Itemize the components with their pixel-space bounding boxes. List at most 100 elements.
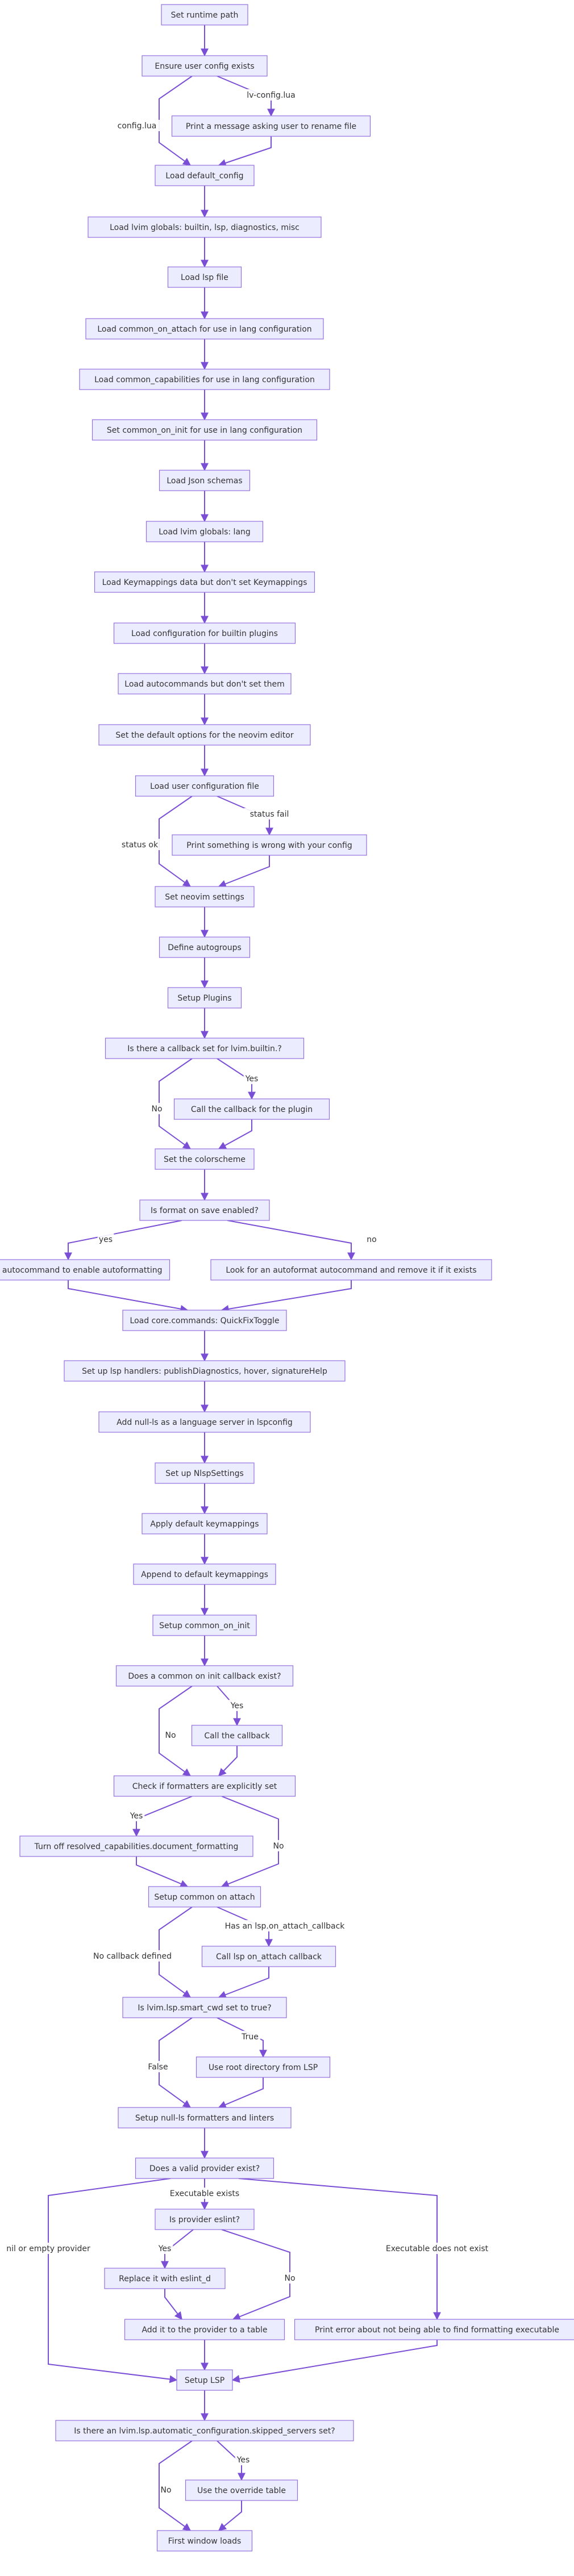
node-label: Print a message asking user to rename fi… (186, 122, 356, 131)
node-box (148, 1886, 261, 1908)
flow-node-n38: Setup common on attach (148, 1886, 261, 1908)
node-box (98, 1411, 311, 1433)
flow-node-n15: Set the default options for the neovim e… (98, 724, 311, 746)
node-box (201, 1946, 336, 1967)
flow-node-n36: Check if formatters are explicitly set (113, 1775, 296, 1797)
node-label: Ensure user config exists (155, 62, 254, 71)
flow-edge (218, 1119, 252, 1149)
flow-node-n41: Use root directory from LSP (196, 2056, 331, 2078)
edge-label-bg (228, 1700, 246, 1711)
node-label: Set common_on_init for use in lang confi… (107, 426, 302, 435)
flow-node-n32: Append to default keymappings (133, 1563, 276, 1585)
edge-label-e_no_4: No (273, 1842, 284, 1851)
flow-edge (218, 1746, 238, 1777)
flow-edge (136, 1856, 189, 1888)
node-box (161, 4, 248, 26)
node-label: Is there an lvim.lsp.automatic_configura… (74, 2427, 335, 2436)
edge-label-e_yes_6: Yes (236, 2456, 250, 2465)
node-label: Does a common on init callback exist? (128, 1672, 281, 1681)
flow-node-n22: Call the callback for the plugin (173, 1098, 330, 1120)
node-label: Use root directory from LSP (209, 2063, 318, 2072)
node-box (135, 2157, 274, 2179)
node-label: First window loads (168, 2537, 242, 2546)
node-label: Load autocommands but don't set them (124, 680, 284, 689)
node-box (104, 2268, 226, 2289)
node-label: Setup null-ls formatters and linters (135, 2114, 274, 2123)
flow-node-n3: Print a message asking user to rename fi… (171, 115, 371, 137)
edge-label-bg (118, 839, 161, 850)
node-label: Setup common_on_init (159, 1621, 250, 1630)
node-box (94, 571, 315, 593)
node-label: Call lsp on_attach callback (216, 1952, 322, 1962)
flow-node-n14: Load autocommands but don't set them (118, 673, 292, 695)
edge-label-bg (1, 2243, 95, 2254)
edge-label-e_no_1: No (151, 1105, 162, 1114)
edge-label-e_yes_2: yes (99, 1235, 113, 1244)
flow-node-n12: Load Keymappings data but don't set Keym… (94, 571, 315, 593)
node-box (155, 1462, 255, 1484)
node-box (167, 987, 242, 1009)
edge-label-bg (284, 2272, 296, 2284)
node-label: Does a valid provider exist? (149, 2164, 260, 2173)
edge-label-e_no_2: no (367, 1235, 376, 1244)
node-box (64, 1360, 346, 1382)
node-label: Load user configuration file (150, 782, 259, 791)
node-label: Setup Plugins (177, 994, 231, 1003)
node-box (145, 521, 264, 542)
node-box (159, 470, 251, 491)
edge-label-e_yes_4: Yes (130, 1812, 143, 1821)
edge-label-e_lv_config_lua: lv-config.lua (247, 91, 295, 100)
node-box (191, 1725, 283, 1746)
flow-node-n7: Load common_on_attach for use in lang co… (85, 318, 324, 340)
node-box (155, 886, 255, 908)
edge-label-bg (128, 1810, 145, 1821)
node-box (185, 2479, 298, 2501)
edge-label-bg (243, 1073, 260, 1084)
node-box (113, 622, 296, 644)
flow-node-n43: Does a valid provider exist? (135, 2157, 274, 2179)
flow-node-n2: Ensure user config exists (142, 55, 268, 77)
flow-node-n44: Is provider eslint? (155, 2209, 255, 2230)
flow-node-n30: Set up NlspSettings (155, 1462, 255, 1484)
node-box (88, 216, 322, 238)
node-label: Print error about not being able to find… (315, 2326, 559, 2335)
node-label: Apply default keymappings (150, 1520, 259, 1529)
node-label: Load core.commands: QuickFixToggle (130, 1316, 280, 1325)
edge-label-e_no_6: No (160, 2486, 171, 2495)
node-label: Append to default keymappings (141, 1570, 268, 1579)
node-label: Load lvim globals: builtin, lsp, diagnos… (110, 223, 300, 232)
node-box (133, 1563, 276, 1585)
edge-label-e_exec_not: Executable does not exist (386, 2244, 489, 2253)
edge-label-bg (272, 1840, 285, 1851)
flow-node-n5: Load lvim globals: builtin, lsp, diagnos… (88, 216, 322, 238)
node-box (122, 1310, 287, 1331)
flow-edge (68, 1280, 189, 1313)
flow-node-n28: Set up lsp handlers: publishDiagnostics,… (64, 1360, 346, 1382)
flow-edge (227, 1220, 355, 1261)
node-box (115, 1665, 294, 1687)
flow-node-n42: Setup null-ls formatters and linters (118, 2107, 292, 2128)
flow-node-n24: Is format on save enabled? (139, 1199, 270, 1221)
flow-node-n27: Load core.commands: QuickFixToggle (122, 1310, 287, 1331)
node-box (91, 419, 318, 441)
node-label: Set up NlspSettings (165, 1469, 244, 1478)
edge-label-bg (151, 1103, 163, 1114)
flow-edge (231, 2340, 438, 2383)
node-label: Turn off resolved_capabilities.document_… (34, 1842, 239, 1851)
edge-label-bg (220, 1920, 350, 1931)
flow-node-n47: Print error about not being able to find… (294, 2319, 574, 2340)
node-label: Load common_on_attach for use in lang co… (97, 325, 311, 334)
flow-node-n35: Call the callback (191, 1725, 283, 1746)
flow-node-n26: Look for an autoformat autocommand and r… (210, 1259, 492, 1281)
flow-node-n18: Set neovim settings (155, 886, 255, 908)
node-box (196, 2056, 331, 2078)
flow-node-n21: Is there a callback set for lvim.builtin… (105, 1038, 305, 1059)
flow-node-n20: Setup Plugins (167, 987, 242, 1009)
node-box (135, 775, 274, 797)
flow-node-n34: Does a common on init callback exist? (115, 1665, 294, 1687)
node-label: Set the colorscheme (164, 1155, 246, 1164)
node-label: Use the override table (197, 2486, 286, 2495)
node-label: Replace it with eslint_d (119, 2274, 211, 2284)
node-label: Call the callback for the plugin (191, 1105, 313, 1114)
